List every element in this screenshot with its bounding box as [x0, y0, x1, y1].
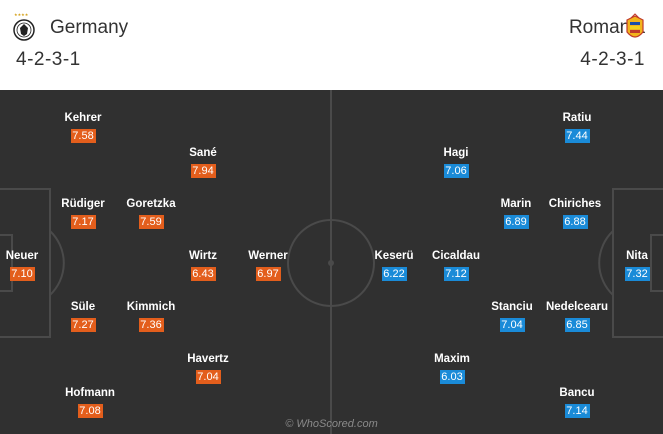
- player-rating: 7.17: [70, 215, 96, 229]
- player-rating: 6.22: [381, 267, 407, 281]
- player-rating: 6.85: [564, 318, 590, 332]
- player-name: Marin: [500, 198, 532, 210]
- player-name: Süle: [70, 301, 96, 313]
- home-formation: 4-2-3-1: [16, 49, 81, 70]
- player-card[interactable]: Maxim 6.03: [417, 352, 487, 385]
- player-rating: 7.04: [499, 318, 525, 332]
- player-rating: 6.97: [255, 267, 281, 281]
- player-card[interactable]: Sané 7.94: [168, 146, 238, 179]
- player-name: Hofmann: [65, 387, 115, 399]
- player-name: Hagi: [443, 147, 469, 159]
- player-card[interactable]: Nedelcearu 6.85: [542, 300, 612, 333]
- player-name: Chiriches: [548, 198, 602, 210]
- player-rating: 7.08: [77, 404, 103, 418]
- player-card[interactable]: Ratiu 7.44: [542, 111, 612, 144]
- pitch: Kehrer 7.58 Sané 7.94 Rüdiger 7.17 Goret…: [0, 90, 663, 434]
- romania-crest-icon: [626, 13, 644, 38]
- player-name: Havertz: [187, 353, 229, 365]
- player-rating: 7.94: [190, 164, 216, 178]
- player-rating: 7.27: [70, 318, 96, 332]
- player-rating: 7.06: [443, 164, 469, 178]
- player-rating: 7.32: [624, 267, 650, 281]
- player-name: Maxim: [434, 353, 470, 365]
- player-card[interactable]: Marin 6.89: [481, 197, 551, 230]
- germany-crest-icon: ★★★★: [13, 12, 35, 41]
- player-rating: 7.36: [138, 318, 164, 332]
- player-rating: 7.44: [564, 129, 590, 143]
- away-team-name[interactable]: Romania: [568, 17, 645, 38]
- home-team-name[interactable]: Germany: [50, 17, 129, 38]
- player-rating: 7.58: [70, 129, 96, 143]
- player-card[interactable]: Neuer 7.10: [0, 249, 57, 282]
- player-rating: 7.59: [138, 215, 164, 229]
- player-card[interactable]: Süle 7.27: [48, 300, 118, 333]
- match-header: ★★★★ Germany 4-2-3-1 Romania 4-2-3-1: [0, 0, 663, 90]
- player-name: Kimmich: [126, 301, 176, 313]
- player-rating: 7.10: [9, 267, 35, 281]
- player-card[interactable]: Goretzka 7.59: [116, 197, 186, 230]
- player-name: Neuer: [5, 250, 39, 262]
- player-card[interactable]: Havertz 7.04: [173, 352, 243, 385]
- player-rating: 7.14: [564, 404, 590, 418]
- player-name: Bancu: [559, 387, 595, 399]
- player-rating: 7.04: [195, 370, 221, 384]
- player-card[interactable]: Kehrer 7.58: [48, 111, 118, 144]
- player-name: Nedelcearu: [545, 301, 608, 313]
- player-card[interactable]: Bancu 7.14: [542, 386, 612, 419]
- player-card[interactable]: Kimmich 7.36: [116, 300, 186, 333]
- player-name: Cicaldau: [432, 250, 480, 262]
- player-rating: 6.43: [190, 267, 216, 281]
- player-name: Stanciu: [491, 301, 533, 313]
- player-card[interactable]: Werner 6.97: [233, 249, 303, 282]
- player-rating: 6.88: [562, 215, 588, 229]
- player-rating: 6.89: [503, 215, 529, 229]
- player-name: Werner: [248, 250, 288, 262]
- player-rating: 6.03: [439, 370, 465, 384]
- player-name: Ratiu: [562, 112, 592, 124]
- player-name: Nita: [626, 250, 648, 262]
- player-card[interactable]: Rüdiger 7.17: [48, 197, 118, 230]
- player-card[interactable]: Cicaldau 7.12: [421, 249, 491, 282]
- player-name: Rüdiger: [61, 198, 105, 210]
- player-name: Kehrer: [64, 112, 102, 124]
- player-card[interactable]: Wirtz 6.43: [168, 249, 238, 282]
- watermark: © WhoScored.com: [285, 418, 378, 430]
- player-card[interactable]: Hofmann 7.08: [55, 386, 125, 419]
- svg-text:★★★★: ★★★★: [14, 12, 29, 17]
- player-card[interactable]: Keserü 6.22: [359, 249, 429, 282]
- player-name: Keserü: [374, 250, 414, 262]
- player-card[interactable]: Stanciu 7.04: [477, 300, 547, 333]
- player-rating: 7.12: [443, 267, 469, 281]
- player-name: Wirtz: [188, 250, 217, 262]
- player-card[interactable]: Chiriches 6.88: [540, 197, 610, 230]
- pitch-markings: [0, 90, 663, 434]
- player-name: Goretzka: [126, 198, 176, 210]
- player-card[interactable]: Nita 7.32: [602, 249, 663, 282]
- player-card[interactable]: Hagi 7.06: [421, 146, 491, 179]
- away-formation: 4-2-3-1: [580, 49, 645, 70]
- player-name: Sané: [189, 147, 217, 159]
